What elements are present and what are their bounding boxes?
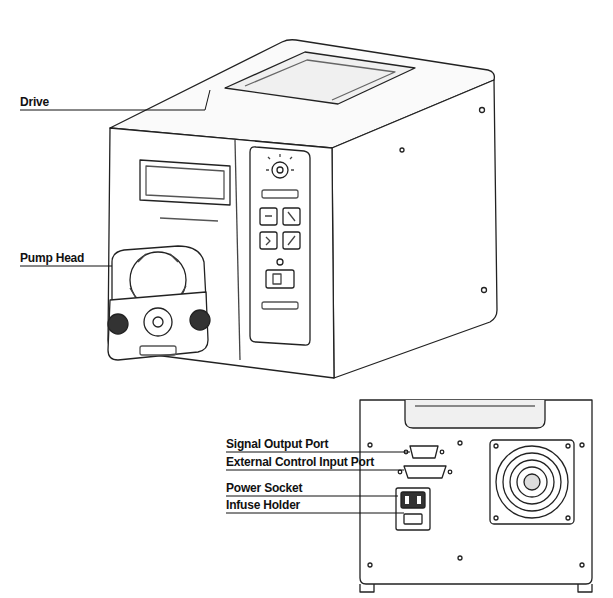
part-label: Drive [20,95,49,109]
part-label: Infuse Holder [226,498,300,512]
part-label: Power Socket [226,481,302,495]
part-label: Pump Head [20,251,84,265]
part-label: External Control Input Port [226,455,374,469]
part-label: Signal Output Port [226,437,328,451]
